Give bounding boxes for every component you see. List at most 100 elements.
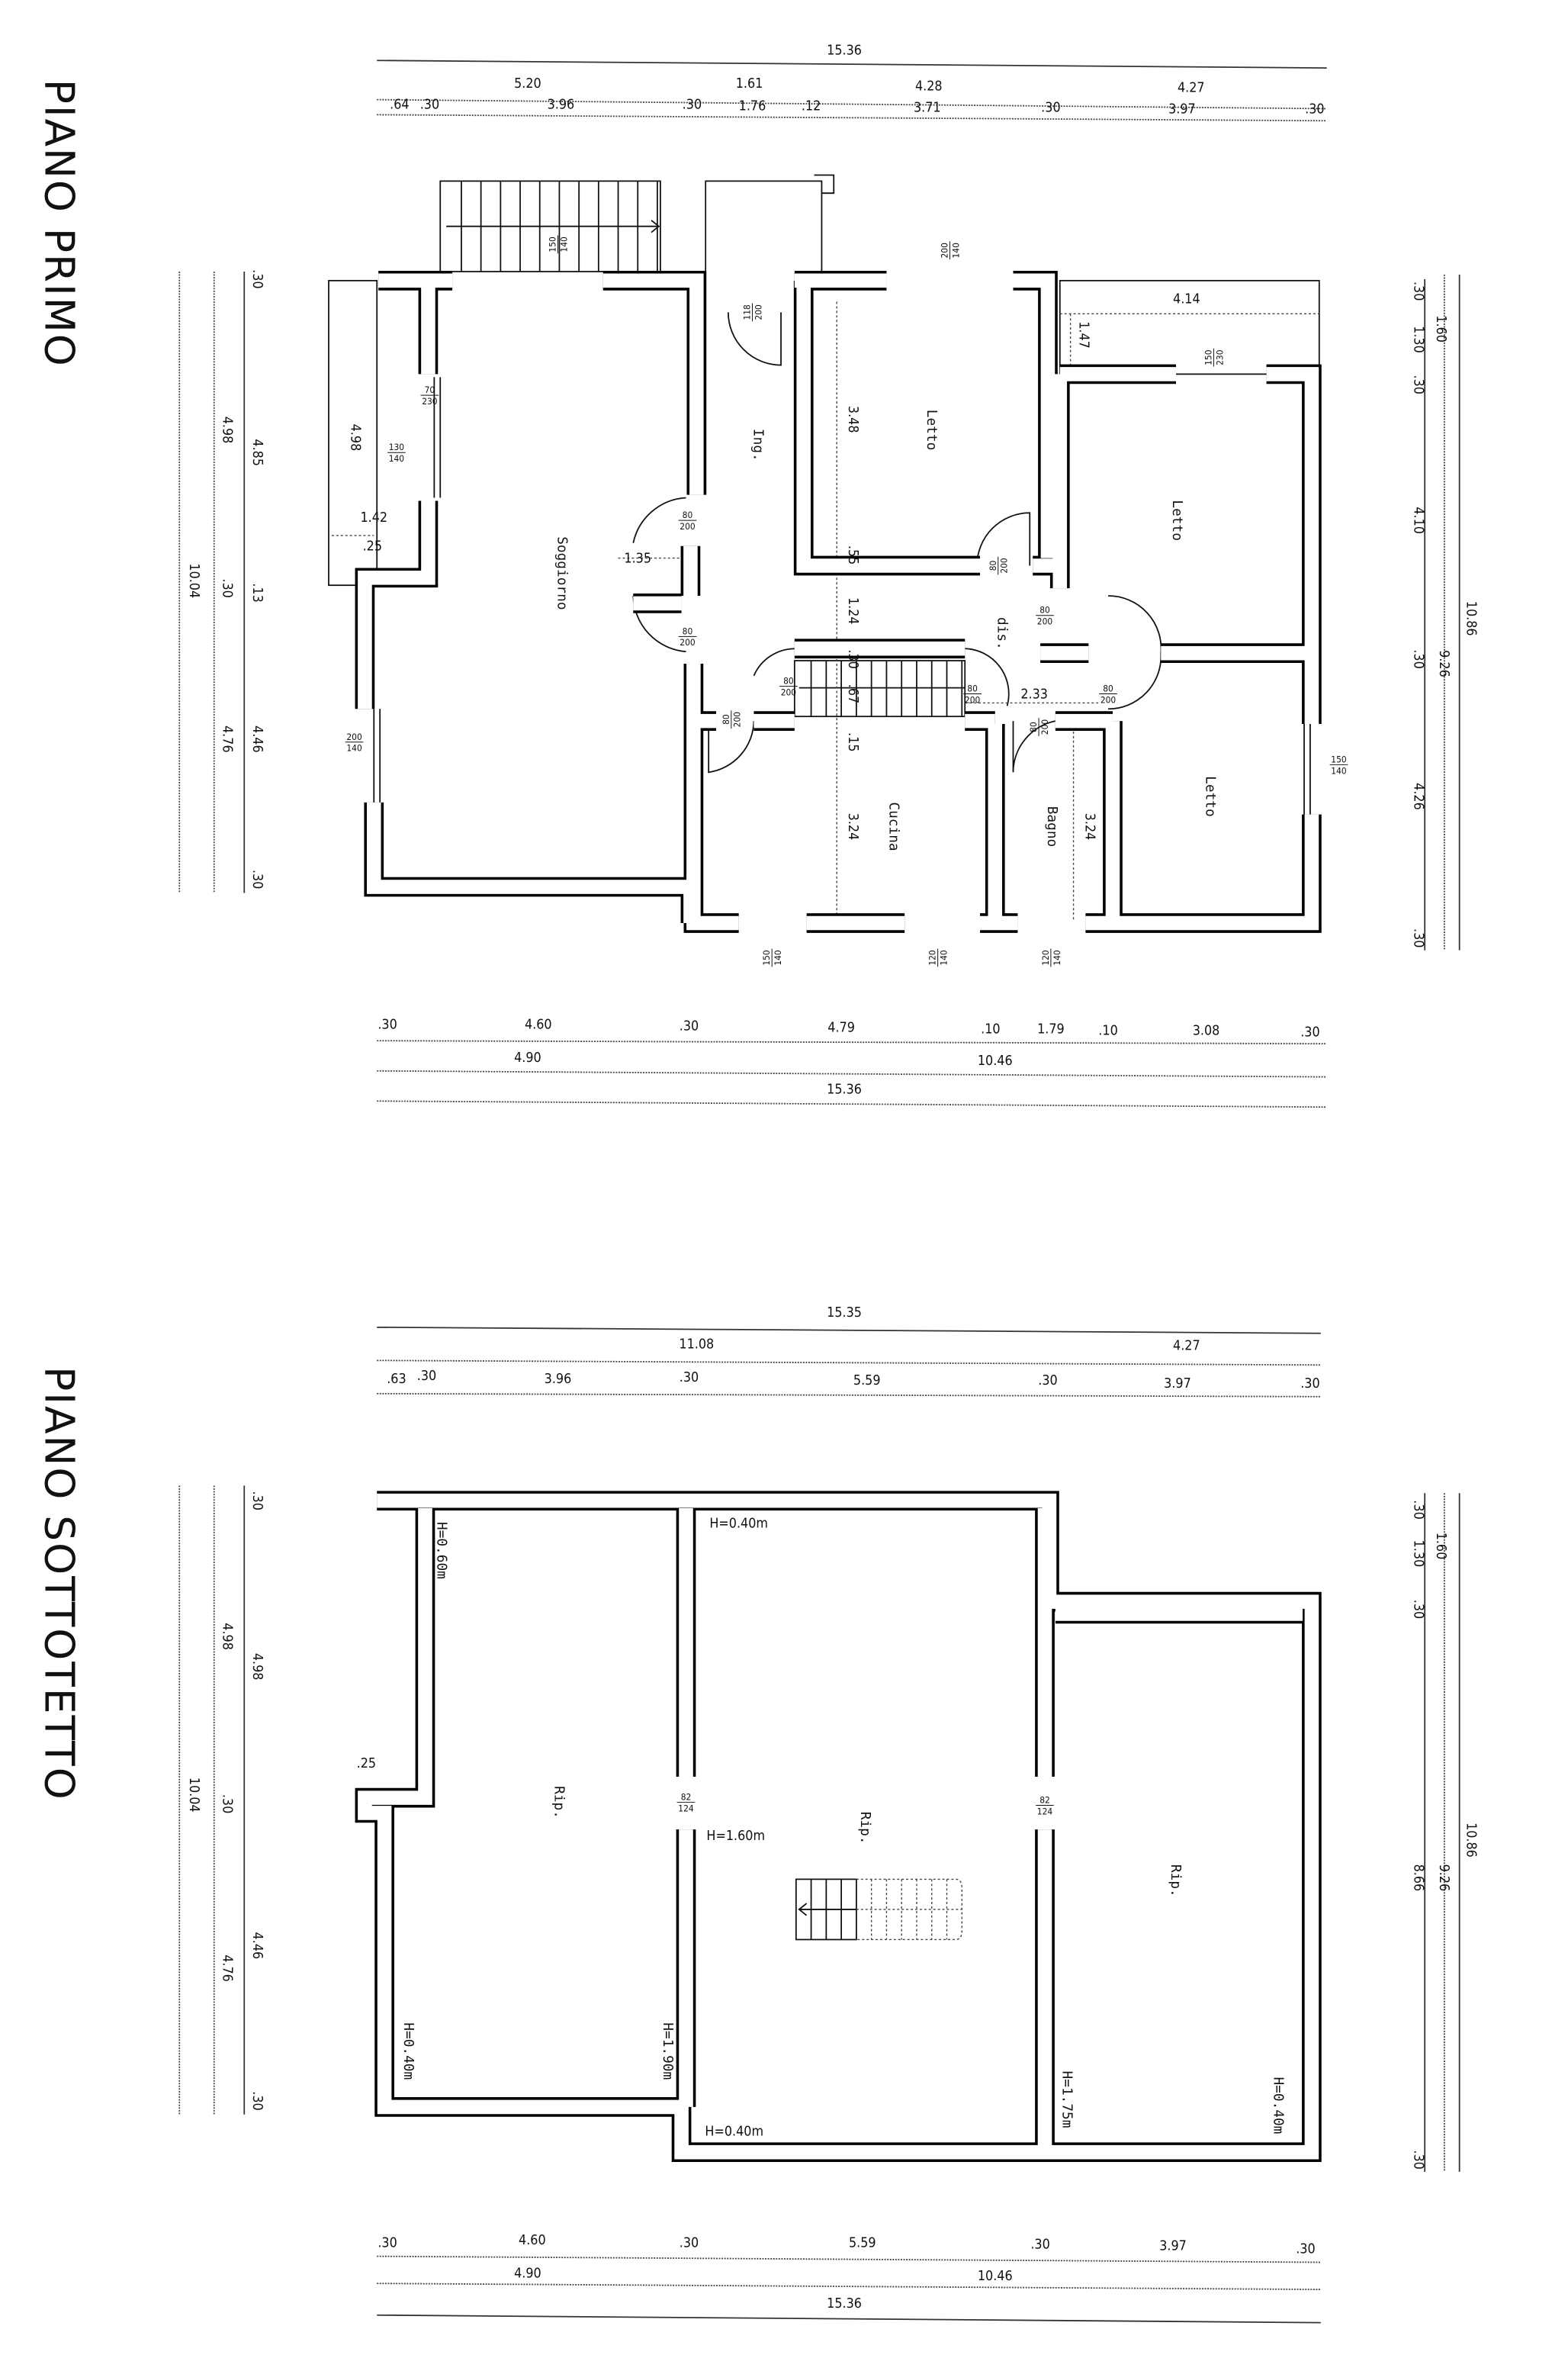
room-label: Letto xyxy=(1203,776,1219,817)
opening-height: 140 xyxy=(1331,765,1347,776)
room-height-label: H=1.60m xyxy=(706,1828,765,1844)
dimension-top: 1.61 xyxy=(736,76,763,92)
dimension-left: 4.98 xyxy=(249,1653,265,1681)
dimension-top: .12 xyxy=(802,98,821,114)
dimension-bottom: 3.08 xyxy=(1193,1022,1220,1038)
opening-height: 140 xyxy=(939,950,949,966)
dimension-right: 1.30 xyxy=(1410,326,1426,353)
opening-height: 200 xyxy=(999,558,1010,574)
opening-height: 230 xyxy=(422,396,438,407)
dimension-left: 4.46 xyxy=(249,1932,265,1960)
dimension-bottom: 15.36 xyxy=(827,1081,862,1097)
room-height-label: H=0.60m xyxy=(433,1522,449,1579)
opening-width: 150 xyxy=(1203,349,1213,365)
opening-height: 200 xyxy=(965,694,981,705)
dimension-top: 3.71 xyxy=(914,99,941,115)
dimension-bottom: 15.36 xyxy=(827,2295,862,2311)
inner-dimension: 1.42 xyxy=(360,510,387,526)
balcony-left xyxy=(328,279,378,587)
wall-fill xyxy=(796,280,1056,573)
opening-width: 70 xyxy=(425,384,435,395)
opening-width: 82 xyxy=(1039,1795,1050,1806)
opening-width: 80 xyxy=(1103,684,1113,694)
inner-dimension: .25 xyxy=(363,539,382,555)
dimension-left: 4.76 xyxy=(220,1954,236,1982)
dimension-top: 11.08 xyxy=(679,1337,714,1353)
opening-width: 80 xyxy=(683,510,693,520)
dimension-right: 10.86 xyxy=(1464,601,1480,636)
inner-dimension: 3.24 xyxy=(1081,813,1097,841)
dimension-top: .30 xyxy=(680,1369,699,1385)
dimension-top: .30 xyxy=(683,96,702,112)
wall-fill xyxy=(633,545,698,611)
dimension-right: .30 xyxy=(1410,2150,1426,2169)
opening-width: 200 xyxy=(346,732,362,742)
opening-height: 124 xyxy=(1037,1806,1053,1816)
dimension-top: 4.27 xyxy=(1178,80,1205,96)
dimension-right: .30 xyxy=(1410,375,1426,394)
dimension-bottom: 4.60 xyxy=(519,2232,546,2248)
dimension-right: 9.26 xyxy=(1436,650,1452,677)
inner-dimension: 1.24 xyxy=(845,597,861,625)
opening-height: 200 xyxy=(753,304,763,320)
dimension-bottom: 10.46 xyxy=(978,1053,1013,1069)
dimension-top: 3.96 xyxy=(545,1371,572,1387)
room-height-label: H=0.40m xyxy=(400,2022,416,2080)
room-height-label: H=1.75m xyxy=(1059,2071,1075,2128)
opening-height: 140 xyxy=(950,243,961,259)
dimension-right: .30 xyxy=(1410,928,1426,947)
opening-width: 200 xyxy=(939,243,949,259)
internal-stair xyxy=(793,660,966,718)
inner-dimension: .15 xyxy=(845,732,861,751)
wall-fill xyxy=(378,273,704,495)
dimension-left: 10.04 xyxy=(186,563,202,598)
sottotetto-dimension-lines xyxy=(178,1326,1460,2324)
dimension-left: .30 xyxy=(249,269,265,288)
inner-dimension: 4.14 xyxy=(1173,291,1200,307)
wall-fill xyxy=(358,1493,1319,2160)
dimension-right: 10.86 xyxy=(1464,1822,1480,1858)
dimension-bottom: 4.90 xyxy=(514,2265,541,2281)
room-height-label: .25 xyxy=(357,1755,376,1771)
terrace-right xyxy=(1059,279,1320,375)
primo-details xyxy=(328,174,1320,921)
opening-height: 140 xyxy=(773,950,783,966)
room-height-label: Rip. xyxy=(551,1786,567,1819)
dimension-right: .30 xyxy=(1410,649,1426,668)
opening-height: 200 xyxy=(1037,616,1053,627)
dimension-top: 3.97 xyxy=(1168,101,1196,117)
dimension-left: .30 xyxy=(249,870,265,889)
dimension-left: 4.46 xyxy=(249,725,265,753)
dimension-left: 4.76 xyxy=(220,725,236,753)
dimension-left: .13 xyxy=(249,583,265,602)
dimension-top: 15.36 xyxy=(827,42,862,58)
dimension-bottom: .30 xyxy=(1030,2237,1049,2253)
dimension-right: 8.66 xyxy=(1410,1864,1426,1892)
dimension-left: .30 xyxy=(220,578,236,597)
dimension-bottom: 3.97 xyxy=(1159,2238,1187,2254)
room-height-label: Rip. xyxy=(1168,1864,1184,1897)
opening-width: 82 xyxy=(681,1792,692,1803)
opening-width: 120 xyxy=(1040,950,1051,966)
dimension-right: .30 xyxy=(1410,1600,1426,1619)
floor-title-sottotetto: PIANO SOTTOTETTO xyxy=(35,1366,83,1801)
dimension-bottom: .10 xyxy=(981,1021,1000,1037)
dimension-top: 3.97 xyxy=(1164,1375,1191,1391)
dimension-top: .30 xyxy=(1038,1372,1057,1388)
dimension-left: .30 xyxy=(220,1794,236,1813)
opening-height: 140 xyxy=(346,743,362,754)
inner-dimension: 2.33 xyxy=(1020,686,1048,702)
inner-dimension: 1.35 xyxy=(624,551,651,567)
